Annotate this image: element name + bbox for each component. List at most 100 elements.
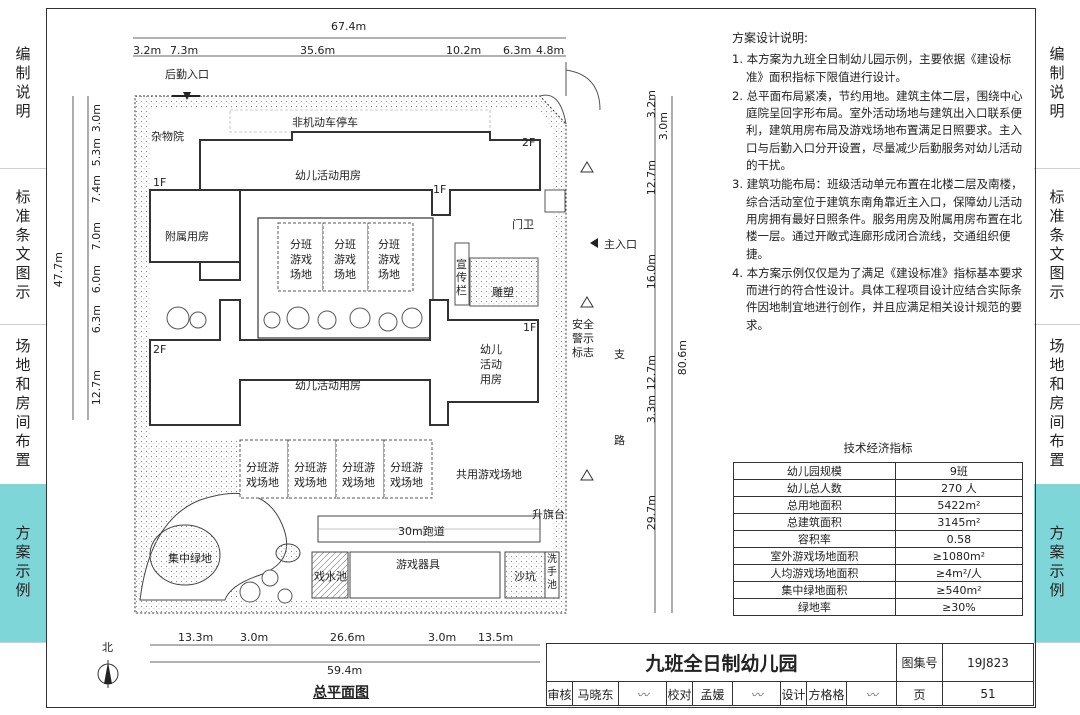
warning-triangles xyxy=(580,161,594,481)
dim-right-2: 3.0m xyxy=(657,112,670,141)
review-label: 审核 xyxy=(547,682,573,706)
dim-bottom-4: 3.0m xyxy=(428,631,457,644)
table-row: 人均游戏场地面积≥4m²/人 xyxy=(733,564,1024,582)
dim-top-2: 7.3m xyxy=(170,44,199,57)
bike-parking-label: 非机动车停车 xyxy=(292,116,358,129)
table-row: 室外游戏场地面积≥1080m² xyxy=(733,547,1024,565)
plan-title: 总平面图 xyxy=(313,685,369,701)
back-entrance-gate xyxy=(172,92,200,100)
courtyard-play-2: 分班游戏场地 xyxy=(334,238,356,281)
checker-name: 孟媛 xyxy=(693,682,733,706)
tab-compilation-notes[interactable]: 编制说明 xyxy=(0,0,46,169)
gatehouse xyxy=(544,189,566,213)
courtyard-play-cells xyxy=(257,217,434,339)
sandpit-area xyxy=(504,551,546,599)
checker-signature: 〰 xyxy=(733,682,781,706)
reviewer-name: 马晓东 xyxy=(573,682,619,706)
note-2: 2. 总平面布局紧凑，节约用地。建筑主体二层，围绕中心庭院呈回字形布局。室外活动… xyxy=(732,88,1023,173)
dim-left-7: 12.7m xyxy=(90,370,103,406)
green-trees xyxy=(239,569,293,604)
atlas-label: 图集号 xyxy=(897,644,943,682)
dim-bottom-total: 59.4m xyxy=(327,664,363,677)
page-number: 51 xyxy=(980,687,996,701)
check-label: 校对 xyxy=(667,682,693,706)
tab-standard-diagrams-right[interactable]: 标准条文图示 xyxy=(1034,168,1080,325)
dim-bottom-1: 13.3m xyxy=(178,631,214,644)
dim-top-3: 35.6m xyxy=(300,44,336,57)
dim-left-6: 6.3m xyxy=(90,305,103,334)
dim-top-1: 3.2m xyxy=(133,44,162,57)
atlas-number: 19J823 xyxy=(943,644,1033,682)
bulletin-board xyxy=(454,242,470,306)
site-corner xyxy=(539,94,567,125)
dimension-lines xyxy=(72,37,673,663)
note-3: 3. 建筑功能布局：班级活动单元布置在北楼二层及南楼，综合活动室位于建筑东南角靠… xyxy=(732,177,1023,261)
dim-left-total: 47.7m xyxy=(52,252,65,288)
lower-play-2: 分班游戏场地 xyxy=(294,461,327,489)
design-label: 设计 xyxy=(781,682,807,706)
notes-heading: 方案设计说明: xyxy=(732,31,809,45)
green-island xyxy=(149,524,221,586)
design-notes: 方案设计说明: 1. 本方案为九班全日制幼儿园示例，主要依据《建设标准》面积指标… xyxy=(732,30,1028,336)
tab-scheme-examples-right[interactable]: 方案示例 xyxy=(1034,484,1080,643)
table-row: 绿地率≥30% xyxy=(733,598,1024,616)
dim-right-7: 29.7m xyxy=(645,495,658,531)
dim-left-4: 7.0m xyxy=(90,222,103,251)
north-arrow-icon xyxy=(97,660,119,688)
sculpture-label: 雕塑 xyxy=(492,286,514,299)
note-1: 1. 本方案为九班全日制幼儿园示例，主要依据《建设标准》面积指标下限值进行设计。 xyxy=(732,52,1012,84)
washing-pool xyxy=(544,551,560,599)
annex-label: 附属用房 xyxy=(165,230,209,243)
dim-left-3: 7.4m xyxy=(90,175,103,204)
floor-tag-1: 1F xyxy=(153,176,167,189)
north-label: 北 xyxy=(102,641,113,654)
branch-road-label-1: 支 xyxy=(614,348,625,361)
dim-right-4: 16.0m xyxy=(645,254,658,290)
tab-standard-diagrams[interactable]: 标准条文图示 xyxy=(0,168,46,325)
small-island xyxy=(275,543,301,563)
back-entrance-label: 后勤入口 xyxy=(165,68,209,81)
main-entrance-label: 主入口 xyxy=(604,238,637,251)
water-pool-area xyxy=(311,551,349,599)
floor-tag-4: 2F xyxy=(153,343,167,356)
gatehouse-label: 门卫 xyxy=(512,218,534,231)
dim-bottom-3: 26.6m xyxy=(330,631,366,644)
sandpit-label: 沙坑 xyxy=(514,570,536,583)
dim-right-5: 12.7m xyxy=(645,355,658,391)
dim-top-5: 6.3m xyxy=(503,44,532,57)
dim-bottom-5: 13.5m xyxy=(478,631,514,644)
green-label: 集中绿地 xyxy=(168,552,212,565)
dim-right-6: 3.3m xyxy=(645,395,658,424)
designer-name: 方格格 xyxy=(807,682,847,706)
floor-tag-3: 1F xyxy=(433,183,447,196)
reviewer-signature: 〰 xyxy=(619,682,667,706)
tab-scheme-examples[interactable]: 方案示例 xyxy=(0,484,46,643)
sculpture-plaza xyxy=(469,257,539,307)
safety-sign-label: 安全警示标志 xyxy=(572,318,594,359)
play-equipment-label: 游戏器具 xyxy=(396,558,440,571)
dim-right-total: 80.6m xyxy=(676,340,689,376)
south-building xyxy=(149,299,539,426)
storage-yard-label: 杂物院 xyxy=(151,130,184,143)
branch-road-label-2: 路 xyxy=(614,434,625,447)
dim-left-5: 6.0m xyxy=(90,265,103,294)
shared-play-label: 共用游戏场地 xyxy=(456,468,522,481)
lower-play-1: 分班游戏场地 xyxy=(246,461,279,489)
road-curve xyxy=(565,69,601,111)
note-4: 4. 本方案示例仅仅是为了满足《建设标准》指标基本要求而进行的符合性设计。具体工… xyxy=(732,265,1023,332)
tab-compilation-notes-right[interactable]: 编制说明 xyxy=(1034,0,1080,169)
courtyard-play-1: 分班游戏场地 xyxy=(290,238,312,281)
dim-bottom-2: 3.0m xyxy=(240,631,269,644)
dim-right-3: 12.7m xyxy=(645,160,658,196)
dim-left-2: 5.3m xyxy=(90,138,103,167)
courtyard-trees xyxy=(166,306,423,332)
left-side-tabs: 编制说明 标准条文图示 场地和房间布置 方案示例 xyxy=(0,0,46,715)
lower-play-3: 分班游戏场地 xyxy=(342,461,375,489)
